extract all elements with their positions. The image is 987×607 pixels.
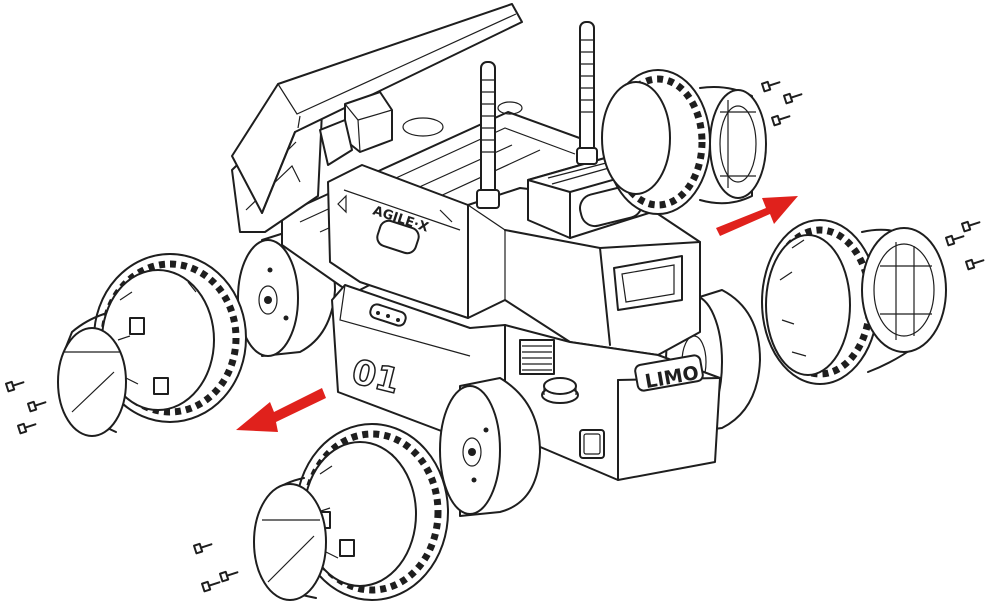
wheel-front-left-exploded	[253, 423, 449, 601]
wheel-front-right-exploded	[761, 219, 947, 385]
emergency-stop-button	[541, 377, 579, 404]
antenna-left	[476, 61, 500, 209]
screws-top-right	[761, 80, 803, 127]
display-screen	[231, 3, 523, 214]
screws-left	[5, 380, 47, 435]
vent-grille	[519, 339, 555, 375]
arrow-right-outward	[716, 196, 798, 236]
front-left-hub	[439, 377, 541, 517]
wheel-rear-left-exploded	[57, 253, 247, 437]
arrow-left-outward	[236, 388, 326, 432]
antenna-right	[576, 21, 598, 165]
screws-right	[945, 220, 985, 271]
wheel-rear-right	[601, 69, 767, 215]
screws-bottom-left	[193, 542, 239, 593]
